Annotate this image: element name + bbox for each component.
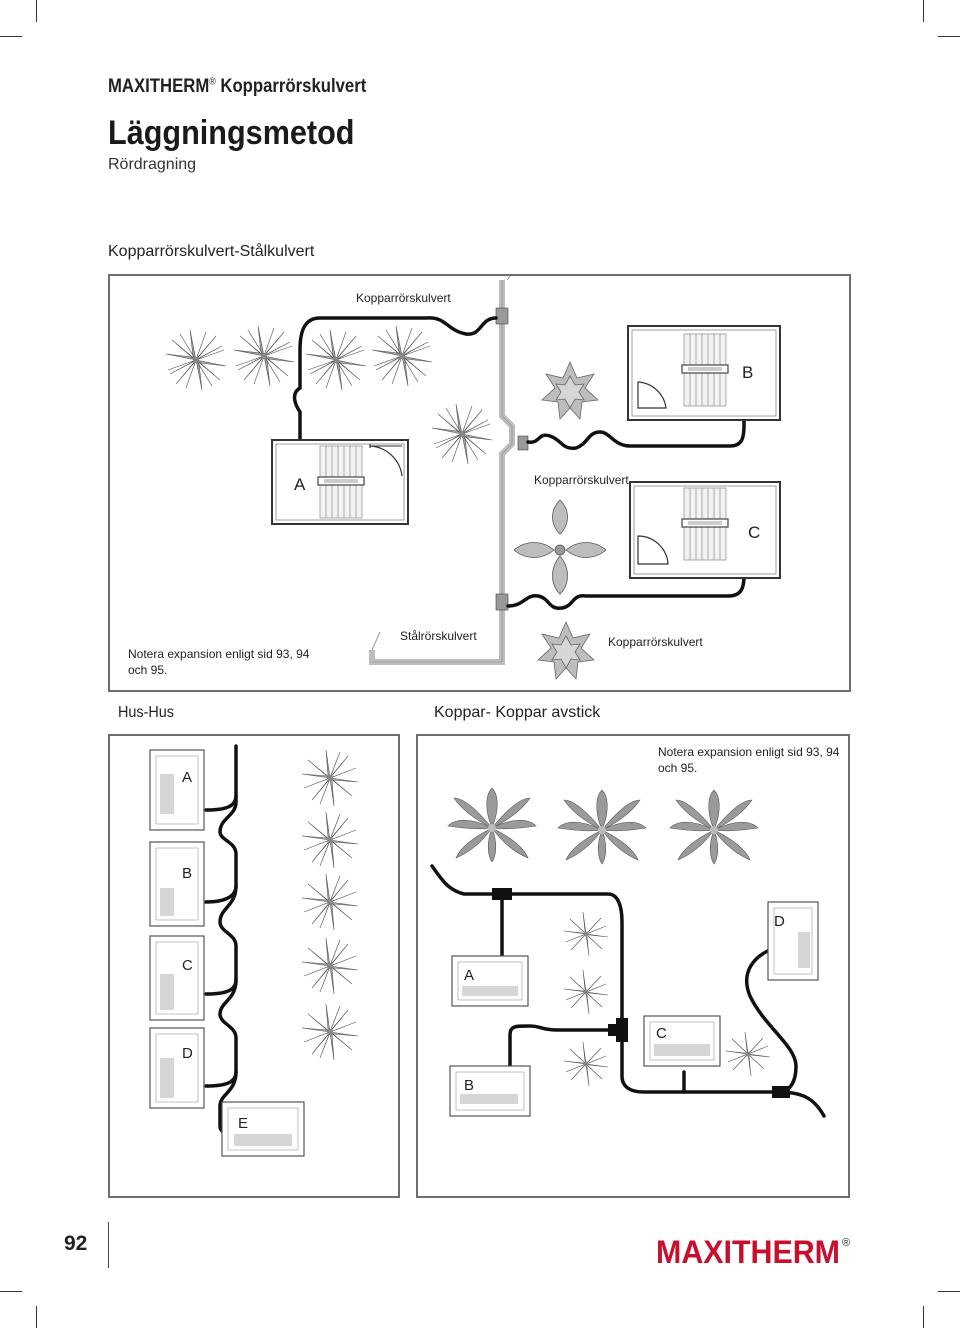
logo-text: MAXITHERM: [656, 1234, 840, 1268]
crop-mark: [938, 1291, 960, 1292]
house-d: [767, 901, 819, 981]
house-e-label: E: [238, 1115, 248, 1132]
house-a: [451, 955, 529, 1007]
note-line-1: Notera expansion enligt sid 93, 94: [658, 745, 840, 759]
section-heading-copper-steel: Kopparrörskulvert-Stålkulvert: [108, 243, 315, 260]
page-title: Läggningsmetod: [108, 114, 355, 152]
crop-mark: [923, 0, 924, 22]
house-b-label: B: [464, 1077, 474, 1094]
diagram-copper-branch-svg: Notera expansion enligt sid 93, 94 och 9…: [430, 745, 840, 1118]
header-product: Kopparrörskulvert: [220, 76, 367, 97]
diagram-copper-branch: Notera expansion enligt sid 93, 94 och 9…: [416, 734, 850, 1198]
note-line-2: och 95.: [658, 761, 697, 775]
house-d-label: D: [774, 913, 785, 930]
crop-mark: [0, 1291, 22, 1292]
header-product-line: MAXITHERM® Kopparrörskulvert: [108, 76, 366, 98]
house-b: [149, 841, 205, 927]
house-c: [629, 481, 781, 579]
diagram-copper-steel: A B C Kopparrörskulvert Kopparrörskulver…: [108, 269, 851, 692]
house-a: [271, 439, 409, 525]
section-heading-copper-branch: Koppar- Koppar avstick: [434, 704, 601, 721]
house-c: [149, 935, 205, 1021]
diagram-house-house: A B C D E: [108, 734, 400, 1198]
label-copper-middle: Kopparrörskulvert: [534, 473, 629, 487]
plant-icon: [301, 749, 359, 1061]
house-a-label: A: [294, 475, 306, 494]
fern-icon: [513, 499, 607, 595]
pipe-tee: [492, 888, 790, 1098]
copper-pipes: [292, 316, 746, 610]
label-copper-bottom: Kopparrörskulvert: [608, 635, 703, 649]
page-subtitle: Rördragning: [108, 156, 197, 173]
house-c-label: C: [656, 1025, 667, 1042]
house-c-label: C: [748, 523, 760, 542]
page-number-divider: [108, 1222, 109, 1268]
plant-icon: [447, 787, 759, 865]
house-d-label: D: [182, 1045, 193, 1062]
house-b-label: B: [182, 865, 192, 882]
flower-icon: [537, 361, 599, 680]
page-number: 92: [64, 1232, 88, 1255]
copper-pipes: [204, 744, 292, 1136]
house-b-label: B: [742, 363, 753, 382]
house-b: [449, 1065, 531, 1117]
house-a-label: A: [182, 769, 192, 786]
house-b: [627, 325, 781, 421]
section-heading-house-house: Hus-Hus: [118, 704, 175, 721]
registered-mark: ®: [209, 76, 216, 88]
diagram-house-house-svg: A B C D E: [149, 744, 359, 1157]
crop-mark: [0, 36, 22, 37]
house-e: [221, 1101, 305, 1157]
diagram-copper-steel-svg: A B C Kopparrörskulvert Kopparrörskulver…: [128, 269, 781, 680]
crop-mark: [36, 0, 37, 22]
logo-registered-mark: ®: [842, 1237, 850, 1249]
header-brand: MAXITHERM: [108, 76, 210, 97]
label-copper-top: Kopparrörskulvert: [356, 291, 451, 305]
crop-mark: [938, 36, 960, 37]
label-steel: Stålrörskulvert: [400, 629, 477, 643]
house-c: [643, 1015, 721, 1067]
crop-mark: [923, 1306, 924, 1328]
crop-mark: [36, 1306, 37, 1328]
house-a-label: A: [464, 967, 474, 984]
maxitherm-logo: MAXITHERM ®: [656, 1234, 850, 1268]
note-line-2: och 95.: [128, 663, 167, 677]
note-line-1: Notera expansion enligt sid 93, 94: [128, 647, 310, 661]
house-d: [149, 1027, 205, 1109]
house-a: [149, 749, 205, 831]
house-c-label: C: [182, 957, 193, 974]
